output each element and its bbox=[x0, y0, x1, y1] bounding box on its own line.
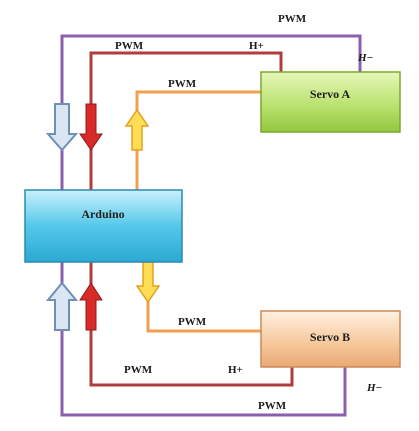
label-pwm-bottom-orange: PWM bbox=[178, 316, 207, 328]
red-arrow-up-icon bbox=[79, 282, 103, 331]
label-pwm-bottom-outer: PWM bbox=[258, 400, 287, 412]
arduino-block[interactable]: Arduino bbox=[24, 189, 183, 263]
label-h-plus-bottom: H+ bbox=[228, 364, 243, 376]
servo-b-block[interactable]: Servo B bbox=[260, 310, 401, 368]
yellow-arrow-down-icon bbox=[135, 261, 161, 304]
label-pwm-top-outer: PWM bbox=[278, 13, 307, 25]
orange-wire-top bbox=[135, 90, 261, 190]
label-h-plus-top: H+ bbox=[249, 40, 264, 52]
arduino-label: Arduino bbox=[81, 207, 124, 221]
yellow-arrow-up-icon bbox=[124, 108, 150, 151]
red-wire-top bbox=[89, 51, 283, 190]
label-pwm-bottom-red: PWM bbox=[124, 364, 153, 376]
red-arrow-down-icon bbox=[79, 103, 103, 151]
label-h-minus-bottom: H− bbox=[366, 382, 382, 394]
label-pwm-top-orange: PWM bbox=[168, 78, 197, 90]
purple-wire-bottom bbox=[60, 262, 347, 417]
blue-arrow-down-icon bbox=[45, 103, 79, 152]
label-pwm-top-red: PWM bbox=[115, 40, 144, 52]
servo-b-label: Servo B bbox=[310, 330, 350, 344]
servo-a-label: Servo A bbox=[310, 87, 351, 101]
servo-a-block[interactable]: Servo A bbox=[260, 71, 401, 133]
label-h-minus-top: H− bbox=[357, 52, 373, 64]
blue-arrow-up-icon bbox=[45, 281, 79, 331]
